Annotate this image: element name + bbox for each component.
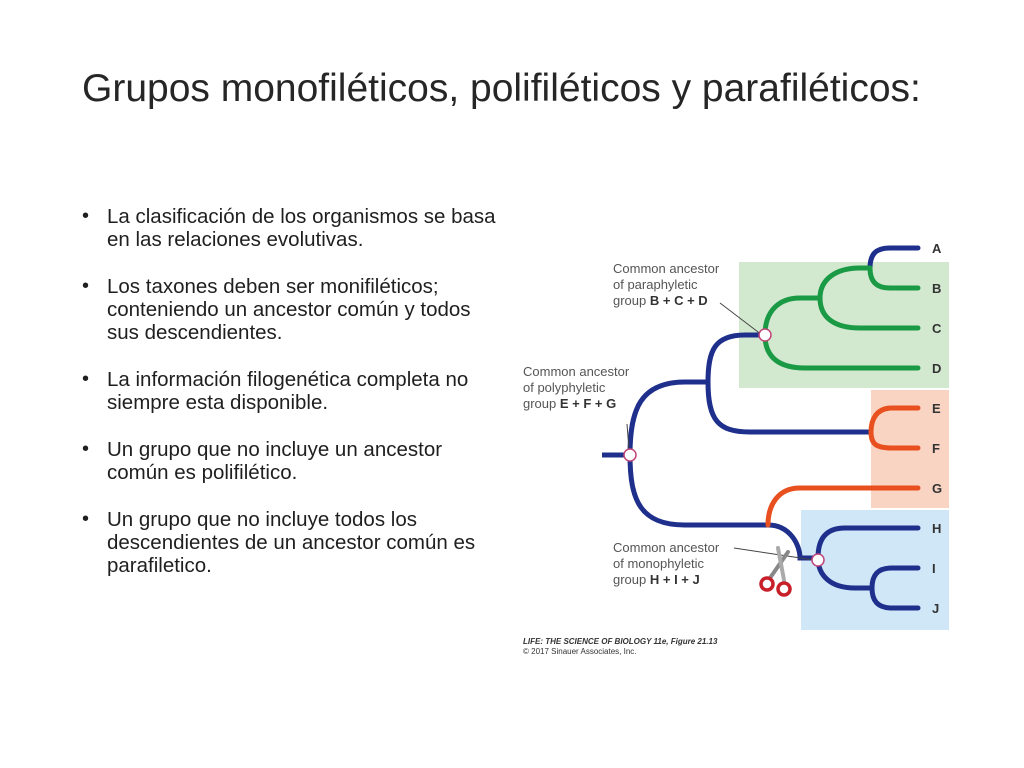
bullet-item: • La información filogenética completa no… xyxy=(78,368,498,414)
a-branch xyxy=(867,245,921,271)
f-branch xyxy=(868,429,921,451)
tip-label: H xyxy=(932,521,941,536)
g-branch xyxy=(765,485,921,528)
annotation-line: Common ancestor xyxy=(523,364,630,379)
polyphyletic-annotation: Common ancestor of polyphyletic group E … xyxy=(523,364,630,411)
paraphyletic-ancestor-node xyxy=(758,328,772,342)
phylogenetic-tree-figure: A B C D E F G H I J Common ancestor of p… xyxy=(523,241,949,656)
upper-to-ef-branch xyxy=(705,379,874,435)
monophyletic-leader-line xyxy=(733,547,815,561)
annotation-line: Common ancestor xyxy=(613,261,720,276)
tip-label: B xyxy=(932,281,941,296)
bullet-dot-icon: • xyxy=(82,368,90,390)
polyphyletic-ancestor-node xyxy=(623,448,637,462)
tip-label: D xyxy=(932,361,941,376)
tip-label: A xyxy=(932,241,942,256)
j-branch xyxy=(869,585,921,611)
paraphyletic-leader-line xyxy=(719,302,763,336)
abc-to-ab-branch xyxy=(817,265,873,301)
bullet-item: • Un grupo que no incluye un ancestor com… xyxy=(78,438,498,484)
d-branch xyxy=(762,332,921,371)
bullet-text: Un grupo que no incluye todos los descen… xyxy=(107,508,476,577)
i-branch xyxy=(869,565,921,591)
b-branch xyxy=(867,265,921,291)
tip-label: F xyxy=(932,441,940,456)
h-branch xyxy=(815,525,921,561)
e-branch xyxy=(868,405,921,435)
annotation-prefix: group xyxy=(613,293,650,308)
figure-copyright: © 2017 Sinauer Associates, Inc. xyxy=(523,647,637,656)
root-to-upper-branch xyxy=(627,379,711,458)
annotation-group-label: H + I + J xyxy=(650,572,700,587)
polyphyletic-leader-line xyxy=(626,423,630,451)
bcd-to-abc-branch xyxy=(762,295,823,338)
annotation-line: group B + C + D xyxy=(613,293,708,308)
c-branch xyxy=(817,295,921,331)
tip-label: I xyxy=(932,561,936,576)
tip-label: C xyxy=(932,321,942,336)
bullet-item: • La clasificación de los organismos se b… xyxy=(78,205,498,251)
annotation-line: Common ancestor xyxy=(613,540,720,555)
tip-label: J xyxy=(932,601,939,616)
monophyletic-annotation: Common ancestor of monophyletic group H … xyxy=(613,540,720,587)
bullet-text: Un grupo que no incluye un ancestor comú… xyxy=(107,438,443,484)
annotation-line: of paraphyletic xyxy=(613,277,698,292)
bullet-item: • Un grupo que no incluye todos los desce… xyxy=(78,508,498,577)
annotation-group-label: E + F + G xyxy=(560,396,616,411)
bullet-dot-icon: • xyxy=(82,205,90,227)
annotation-line: of monophyletic xyxy=(613,556,705,571)
bullet-item: • Los taxones deben ser monifiléticos; co… xyxy=(78,275,498,344)
bullet-dot-icon: • xyxy=(82,438,90,460)
bullet-text: Los taxones deben ser monifiléticos; con… xyxy=(107,275,471,344)
annotation-line: group H + I + J xyxy=(613,572,700,587)
scissors-icon xyxy=(759,546,792,597)
slide-title: Grupos monofiléticos, polifiléticos y pa… xyxy=(82,67,921,110)
monophyletic-ancestor-node xyxy=(811,553,825,567)
root-to-lower-branch xyxy=(627,452,771,528)
annotation-line: of polyphyletic xyxy=(523,380,606,395)
bullet-dot-icon: • xyxy=(82,508,90,530)
annotation-prefix: group xyxy=(523,396,560,411)
tip-label: E xyxy=(932,401,941,416)
annotation-prefix: group xyxy=(613,572,650,587)
annotation-line: group E + F + G xyxy=(523,396,616,411)
paraphyletic-annotation: Common ancestor of paraphyletic group B … xyxy=(613,261,720,308)
tip-label: G xyxy=(932,481,942,496)
upper-to-bcd-branch xyxy=(705,332,768,385)
bullet-list: • La clasificación de los organismos se b… xyxy=(78,205,498,601)
annotation-group-label: B + C + D xyxy=(650,293,708,308)
bullet-dot-icon: • xyxy=(82,275,90,297)
bullet-text: La información filogenética completa no … xyxy=(107,368,469,414)
figure-citation: LIFE: THE SCIENCE OF BIOLOGY 11e, Figure… xyxy=(523,637,718,646)
bullet-text: La clasificación de los organismos se ba… xyxy=(107,205,496,251)
